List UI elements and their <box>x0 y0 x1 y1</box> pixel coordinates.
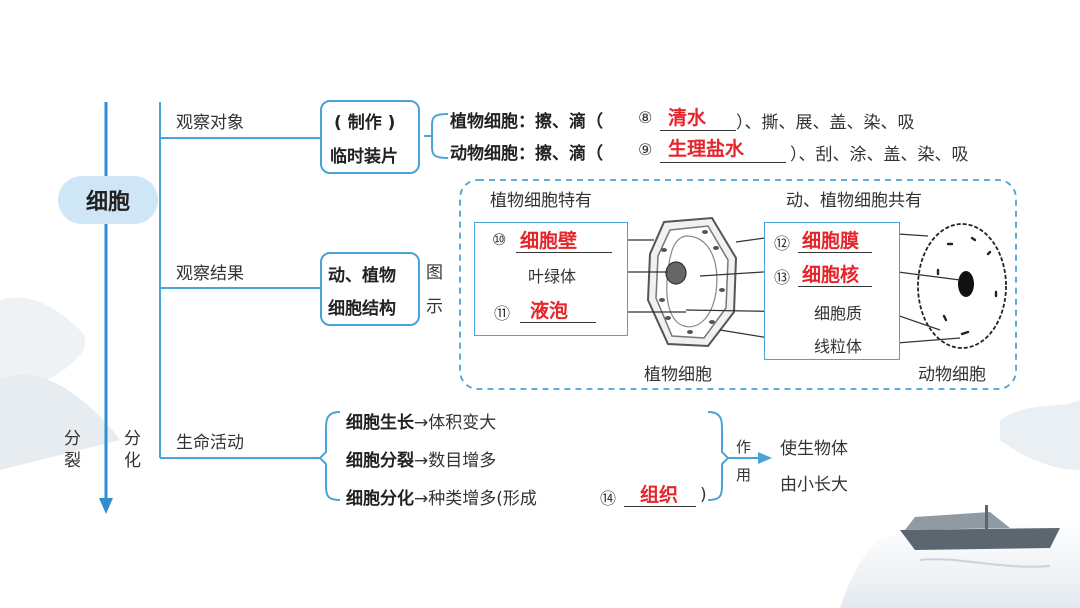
plant-steps-blank <box>660 130 736 131</box>
animal-steps-num: ⑨ <box>638 140 653 159</box>
life-item-growth-rest: →体积变大 <box>414 413 497 433</box>
common-item-num-13: ⑬ <box>774 268 791 287</box>
life-item-blank-14 <box>624 506 696 507</box>
life-item-diff-rest: →种类增多(形成 <box>414 489 537 509</box>
common-item-cell-membrane: 细胞膜 <box>802 230 860 252</box>
plant-item-cell-wall: 细胞壁 <box>520 230 578 252</box>
life-item-diff-bold: 细胞分化 <box>346 489 414 509</box>
diagram-side-label-1: 图 <box>426 263 443 283</box>
branch-observe-object-label: 观察对象 <box>176 113 244 133</box>
animal-steps-suffix: ）、刮、涂、盖、染、吸 <box>790 145 969 165</box>
plant-steps-answer: 清水 <box>668 107 707 129</box>
structure-box-line2: 细胞结构 <box>328 299 396 319</box>
life-item-num-14: ⑭ <box>600 489 617 508</box>
life-item-division-rest: →数目增多 <box>414 451 497 471</box>
animal-steps-answer: 生理盐水 <box>668 138 745 160</box>
common-structures-box <box>764 222 900 360</box>
structure-box-line1: 动、植物 <box>328 266 396 286</box>
common-item-blank-13 <box>798 286 872 287</box>
plant-steps-num: ⑧ <box>638 108 653 127</box>
common-item-num-12: ⑫ <box>774 234 791 253</box>
boat-icon <box>900 505 1060 550</box>
animal-steps-prefix: 动物细胞：擦、滴（ <box>450 144 603 164</box>
branch-life-activity-label: 生命活动 <box>176 433 244 453</box>
animal-steps-blank <box>660 162 786 163</box>
life-item-differentiation: 细胞分化→种类增多(形成 <box>346 484 537 509</box>
common-structures-title: 动、植物细胞共有 <box>786 191 922 211</box>
root-label: 细胞 <box>85 190 130 215</box>
plant-item-num-11: ⑪ <box>494 304 511 323</box>
animal-cell-illustration <box>917 223 1007 349</box>
animal-cell-caption: 动物细胞 <box>918 365 986 385</box>
life-item-division: 细胞分裂→数目增多 <box>346 446 496 471</box>
slide-box-line2: 临时装片 <box>330 147 398 167</box>
life-item-tissue: 组织 <box>640 484 679 506</box>
arrow-right-icon <box>758 452 772 464</box>
cell-structure-box: 动、植物 细胞结构 <box>320 252 420 326</box>
result-line-1: 使生物体 <box>780 439 848 459</box>
plant-cell-illustration <box>646 216 738 348</box>
branch-observe-result-label: 观察结果 <box>176 264 244 284</box>
plant-item-blank-10 <box>516 252 612 253</box>
axis-left-label: 分裂 <box>64 429 81 471</box>
plant-item-vacuole: 液泡 <box>530 300 569 322</box>
diagram-side-label-2: 示 <box>426 297 443 317</box>
slide-making-box: ( 制作 ) 临时装片 <box>320 100 420 174</box>
plant-only-title: 植物细胞特有 <box>490 191 592 211</box>
common-item-cytoplasm: 细胞质 <box>814 304 863 323</box>
root-node: 细胞 <box>58 176 158 224</box>
result-line-2: 由小长大 <box>780 475 848 495</box>
plant-cell-caption: 植物细胞 <box>644 365 712 385</box>
common-item-blank-12 <box>798 252 872 253</box>
common-item-nucleus: 细胞核 <box>802 264 860 286</box>
common-item-mitochondria: 线粒体 <box>814 337 863 356</box>
life-item-growth: 细胞生长→体积变大 <box>346 408 496 433</box>
plant-steps-prefix: 植物细胞：擦、滴（ <box>450 112 603 132</box>
life-item-close-paren: ) <box>700 485 707 505</box>
plant-item-chloroplast: 叶绿体 <box>528 267 577 286</box>
slide-box-line1: ( 制作 ) <box>334 113 396 133</box>
plant-only-box <box>474 222 628 336</box>
plant-item-blank-11 <box>520 322 596 323</box>
effect-label-1: 作 <box>736 438 752 456</box>
effect-label-2: 用 <box>736 466 752 484</box>
plant-steps-suffix: ）、撕、展、盖、染、吸 <box>736 113 915 133</box>
life-item-division-bold: 细胞分裂 <box>346 451 414 471</box>
life-item-growth-bold: 细胞生长 <box>346 413 414 433</box>
axis-right-label: 分化 <box>124 429 141 471</box>
plant-item-num-10: ⑩ <box>492 230 507 249</box>
arrow-head-icon <box>99 498 113 514</box>
